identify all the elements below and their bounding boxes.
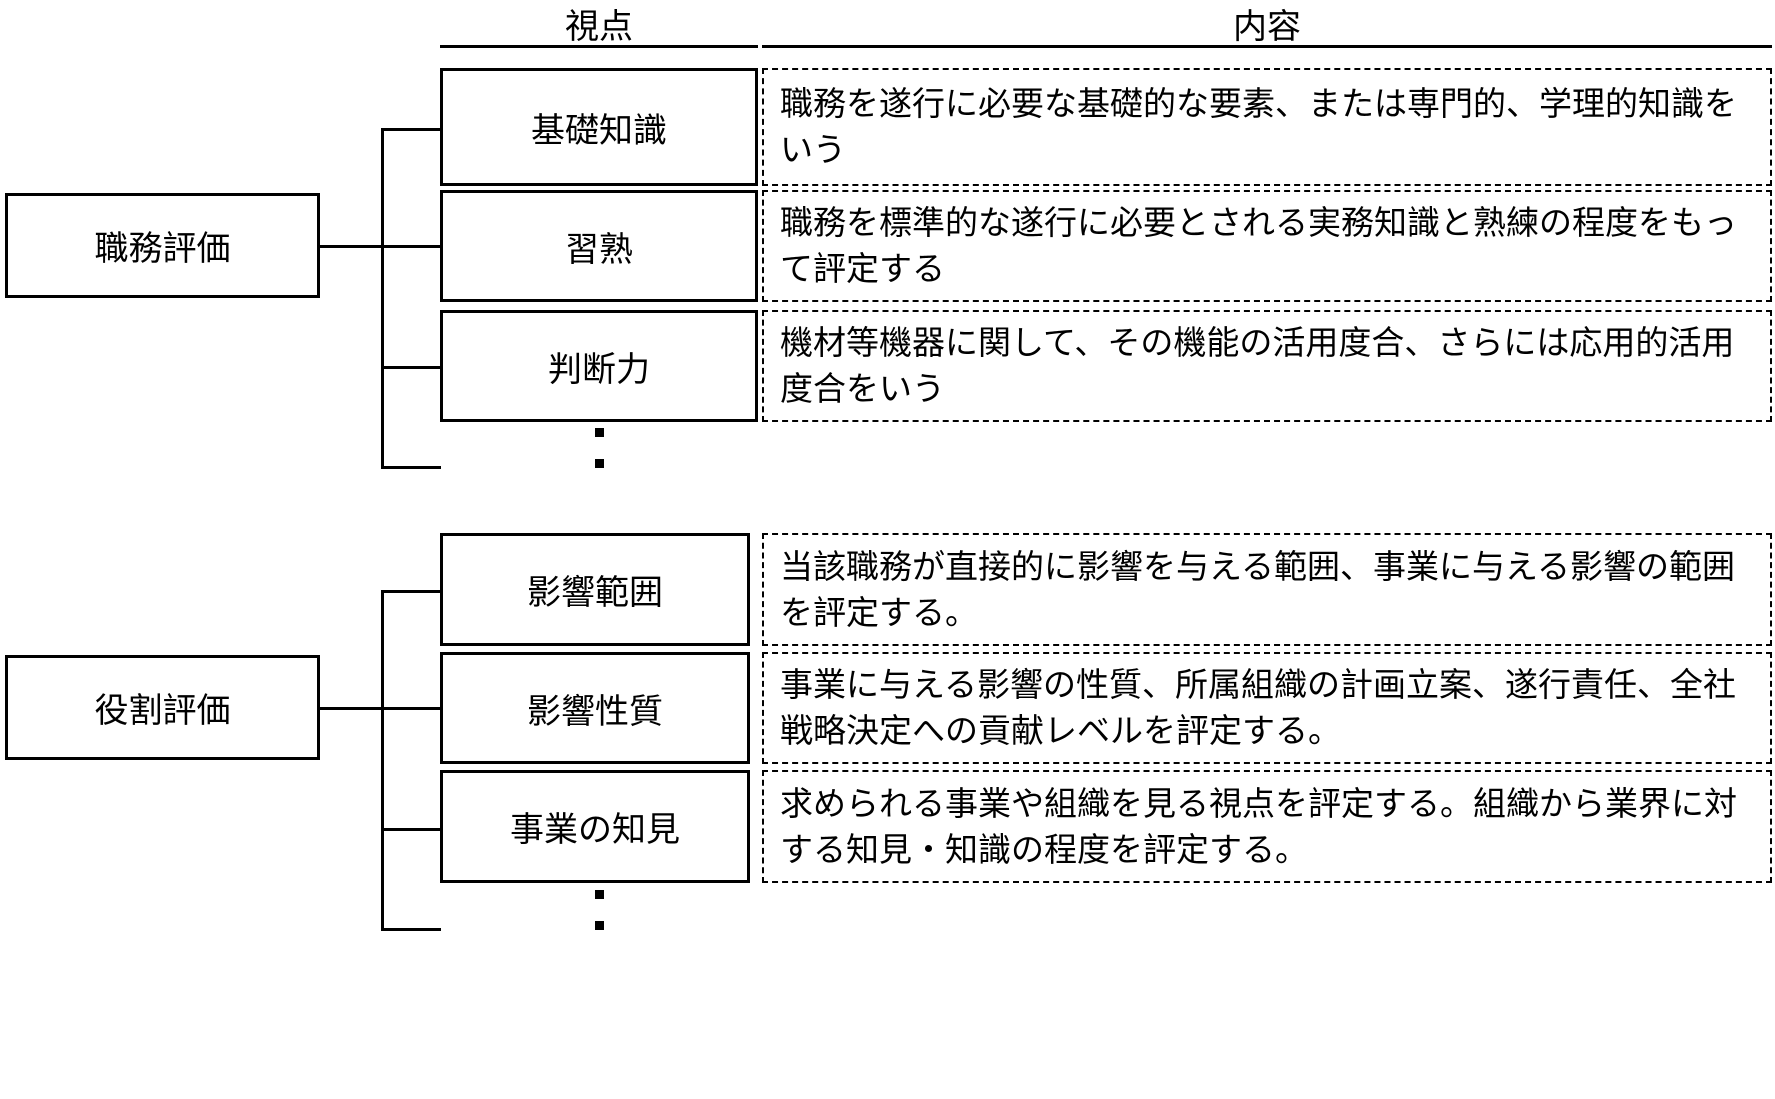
viewpoint-box-1-1-label: 基礎知識 [531,110,667,151]
continuation-dots-1 [594,428,604,468]
connector-spine-1 [381,128,384,468]
description-text-2-3: 求められる事業や組織を見る視点を評定する。組織から業界に対する知見・知識の程度を… [780,783,1737,869]
viewpoint-box-2-1-label: 影響範囲 [527,573,663,613]
root-box-section-1[interactable]: 職務評価 [5,193,320,298]
connector-branch-2-2 [381,707,441,710]
continuation-dots-2 [594,890,604,930]
connector-branch-2-1 [381,590,441,593]
connector-branch-2-3 [381,828,441,831]
column-header-viewpoint: 視点 [565,7,633,47]
connector-branch-1-3 [381,366,441,369]
connector-branch-1-4 [381,466,441,469]
viewpoint-box-1-1[interactable]: 基礎知識 [440,68,758,186]
root-box-section-2[interactable]: 役割評価 [5,655,320,760]
description-text-2-1: 当該職務が直接的に影響を与える範囲、事業に与える影響の範囲を評定する。 [780,546,1736,632]
viewpoint-box-1-3[interactable]: 判断力 [440,310,758,422]
viewpoint-box-2-3[interactable]: 事業の知見 [440,770,750,883]
description-box-2-2: 事業に与える影響の性質、所属組織の計画立案、遂行責任、全社戦略決定への貢献レベル… [762,652,1772,764]
description-box-1-2: 職務を標準的な遂行に必要とされる実務知識と熟練の程度をもって評定する [762,190,1772,302]
description-text-1-1: 職務を遂行に必要な基礎的な要素、または専門的、学理的知識をいう [780,84,1737,169]
description-text-1-2: 職務を標準的な遂行に必要とされる実務知識と熟練の程度をもって評定する [780,203,1737,288]
connector-root-2-trunk [320,707,382,710]
column-header-content-rule [762,45,1772,48]
viewpoint-box-2-3-label: 事業の知見 [510,810,680,850]
connector-spine-2 [381,590,384,930]
connector-branch-2-4 [381,928,441,931]
description-text-2-2: 事業に与える影響の性質、所属組織の計画立案、遂行責任、全社戦略決定への貢献レベル… [780,665,1737,750]
viewpoint-box-1-2[interactable]: 習熟 [440,190,758,302]
viewpoint-box-2-2[interactable]: 影響性質 [440,652,750,764]
connector-branch-1-2 [381,245,441,248]
root-box-section-1-label: 職務評価 [94,229,231,269]
viewpoint-box-1-3-label: 判断力 [548,349,650,390]
column-header-viewpoint-rule [440,45,758,48]
description-text-1-3: 機材等機器に関して、その機能の活用度合、さらには応用的活用度合をいう [780,323,1735,408]
description-box-1-1: 職務を遂行に必要な基礎的な要素、または専門的、学理的知識をいう [762,68,1772,186]
viewpoint-box-1-2-label: 習熟 [565,229,633,270]
description-box-2-3: 求められる事業や組織を見る視点を評定する。組織から業界に対する知見・知識の程度を… [762,770,1772,883]
column-header-content: 内容 [1233,7,1301,47]
root-box-section-2-label: 役割評価 [94,691,231,731]
viewpoint-box-2-2-label: 影響性質 [527,691,663,732]
connector-branch-1-1 [381,128,441,131]
description-box-1-3: 機材等機器に関して、その機能の活用度合、さらには応用的活用度合をいう [762,310,1772,422]
description-box-2-1: 当該職務が直接的に影響を与える範囲、事業に与える影響の範囲を評定する。 [762,533,1772,646]
viewpoint-box-2-1[interactable]: 影響範囲 [440,533,750,646]
connector-root-1-trunk [320,245,382,248]
